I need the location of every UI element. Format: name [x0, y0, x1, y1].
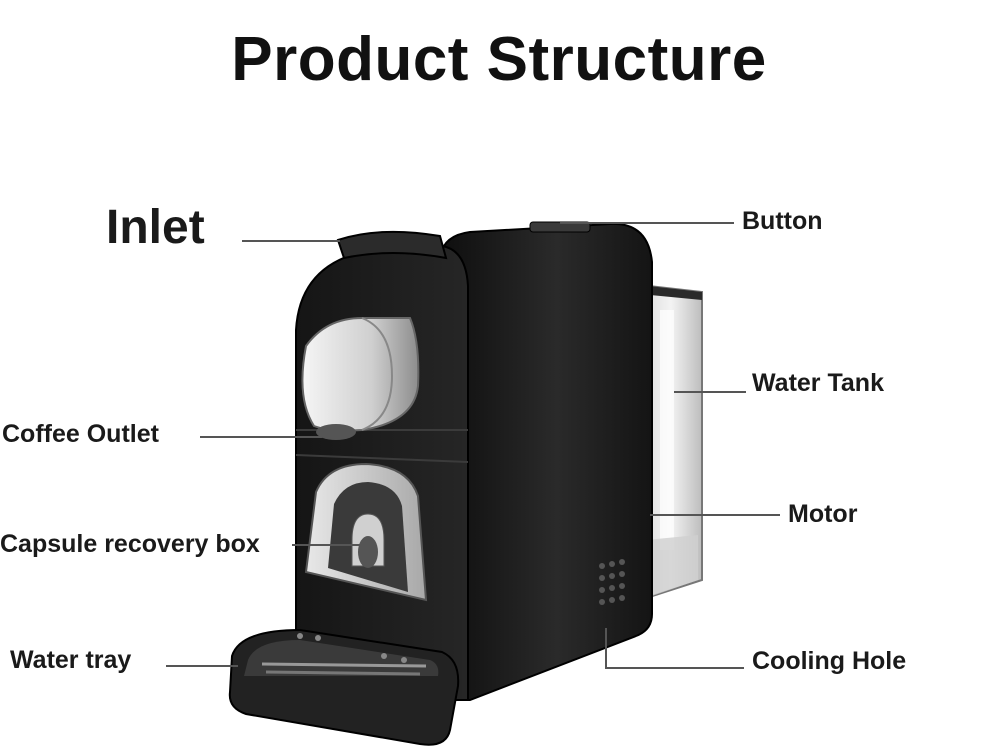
cooling-holes	[599, 559, 625, 605]
label-coffee-outlet: Coffee Outlet	[2, 420, 159, 448]
label-cooling-hole: Cooling Hole	[752, 647, 907, 675]
leader-line-cooling-hole	[605, 628, 744, 669]
diagram-title: Product Structure	[231, 25, 767, 94]
capsule-recovery-box	[304, 462, 428, 602]
coffee-outlet	[301, 317, 420, 440]
label-button: Button	[742, 207, 823, 235]
label-water-tray: Water tray	[10, 646, 132, 674]
label-water-tank: Water Tank	[752, 369, 884, 397]
label-inlet: Inlet	[106, 201, 205, 254]
machine-body	[295, 222, 653, 701]
inlet-lid	[336, 230, 448, 260]
label-motor: Motor	[788, 500, 858, 528]
label-capsule-recovery-box: Capsule recovery box	[0, 530, 260, 558]
water-tray	[228, 628, 460, 746]
leader-lines	[166, 222, 780, 669]
